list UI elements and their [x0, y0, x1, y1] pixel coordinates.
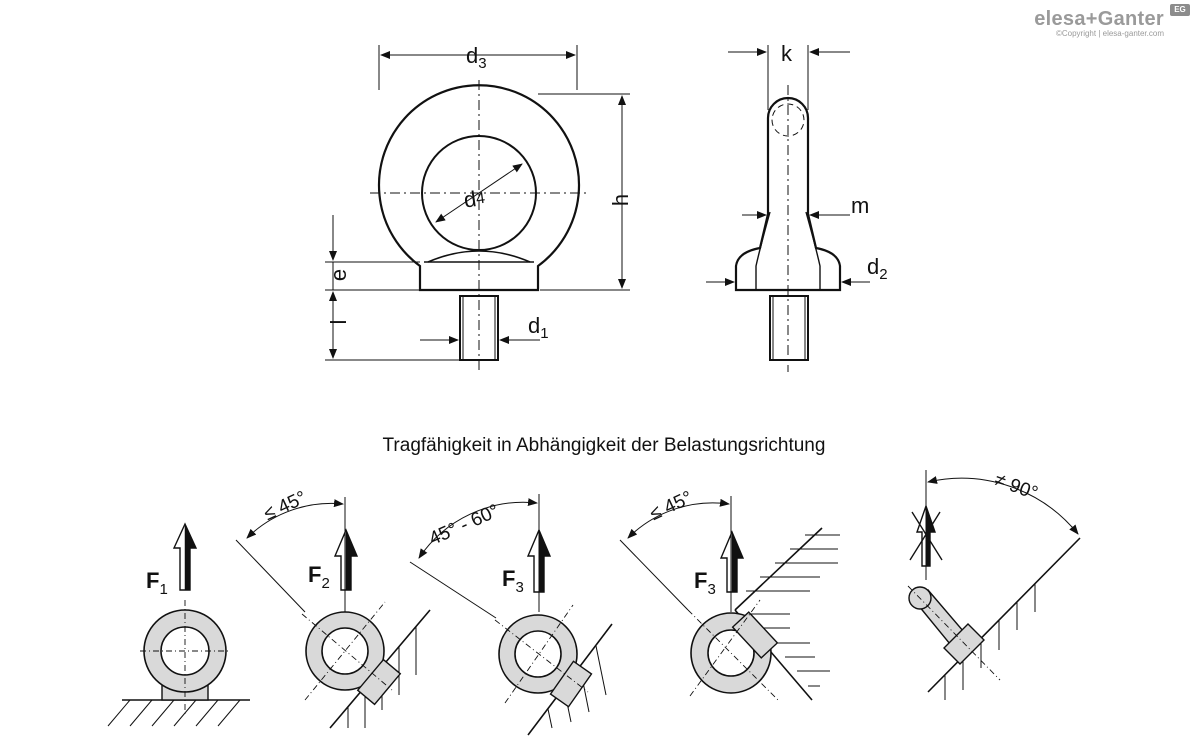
load-case-2 — [235, 497, 431, 729]
side-view — [734, 85, 842, 372]
brand-name: elesa+Ganter — [1034, 8, 1164, 30]
angle-label-5: ≠ 90° — [992, 469, 1041, 504]
label-h: h — [608, 194, 633, 206]
label-e: e — [326, 269, 351, 281]
label-k: k — [781, 41, 793, 66]
force-label-3: F3 — [502, 566, 524, 596]
label-m: m — [851, 193, 869, 218]
load-case-4 — [619, 496, 840, 701]
label-d2: d2 — [867, 254, 888, 283]
load-case-5 — [907, 470, 1081, 700]
load-case-1 — [107, 522, 250, 727]
force-label-2: F2 — [308, 562, 330, 592]
angle-label-4: ≤ 45° — [647, 487, 696, 525]
front-view — [370, 80, 590, 370]
brand-copyright: ©Copyright | elesa-ganter.com — [1055, 29, 1164, 38]
load-case-3 — [409, 494, 613, 736]
label-l: l — [326, 320, 351, 325]
thread-side — [769, 295, 809, 361]
force-label-1: F1 — [146, 568, 168, 598]
side-dimensions — [706, 45, 870, 286]
brand-logo: elesa+Ganter ©Copyright | elesa-ganter.c… — [1034, 4, 1190, 38]
label-d3: d3 — [466, 43, 487, 72]
angle-label-2: ≤ 45° — [261, 487, 310, 525]
label-d4: d4 — [462, 185, 487, 213]
front-dimensions — [325, 45, 630, 361]
force-label-4: F3 — [694, 568, 716, 598]
angle-label-3: 45° - 60° — [426, 501, 502, 550]
label-d1: d1 — [528, 313, 549, 342]
load-direction-title: Tragfähigkeit in Abhängigkeit der Belast… — [383, 435, 826, 456]
brand-badge: EG — [1170, 4, 1190, 16]
